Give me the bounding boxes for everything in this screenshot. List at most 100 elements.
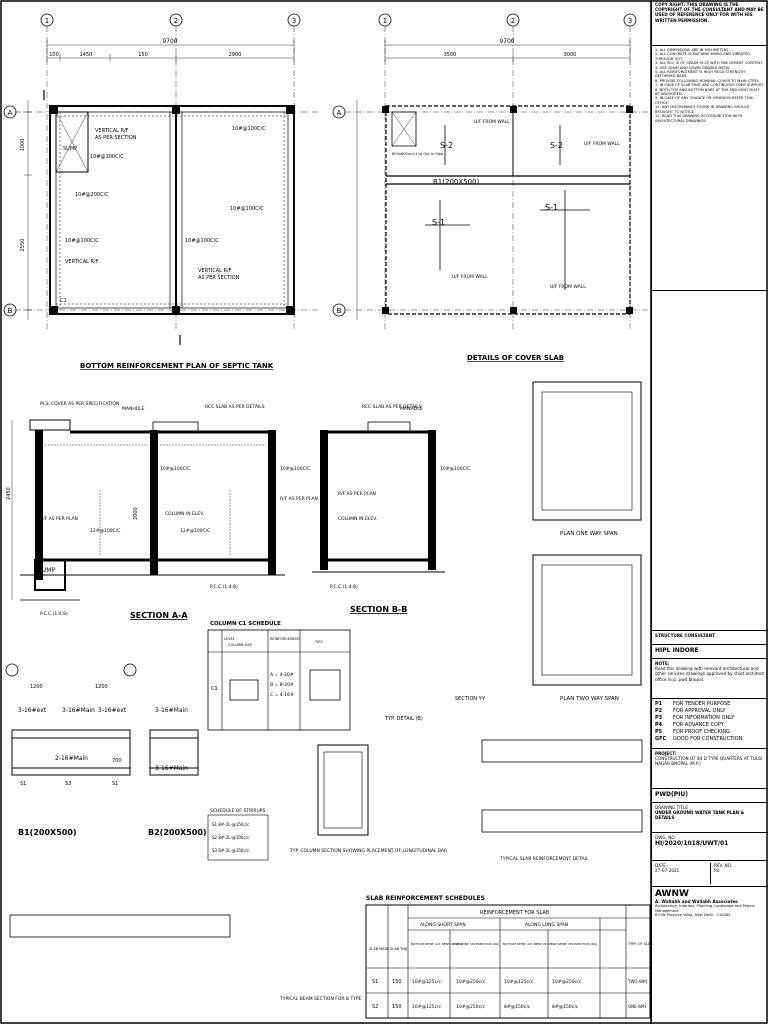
note-label: NOTE:	[655, 661, 670, 666]
left-dim-2550: 2550	[20, 239, 26, 252]
note-6: 6. PROVIDE FOLLOWING NOMINAL COVER TO MA…	[655, 78, 760, 83]
dim-b: 1450	[80, 52, 93, 58]
firm-name: A. Wallabh and Wallabh Associates	[655, 899, 738, 904]
cut-out-label: 600x600mm Cut Out in Slab	[392, 152, 444, 156]
drawing-title-label: DRAWING TITLE	[655, 805, 689, 810]
column-in-elev-b: COLUMN IN ELEV.	[338, 516, 377, 522]
grid-label-1: 1	[45, 17, 49, 25]
firm-block: AWNW A. Wallabh and Wallabh Associates A…	[652, 887, 768, 971]
col-mark: C1	[211, 686, 218, 692]
slab-row1-thk: 150	[392, 979, 402, 985]
plan-one-way: PLAN ONE WAY SPAN	[560, 531, 618, 537]
as-per-section-2: AS PER SECTION	[198, 275, 240, 281]
s3-label: S3	[65, 781, 71, 787]
title-block: COPY RIGHT: THIS DRAWING IS THE COPYRIGH…	[651, 0, 768, 1024]
sec-bar-b: 10#@100C/C	[440, 466, 470, 472]
note-10: 10. ANY DISCREPANCY FOUND IN DRAWING SHO…	[655, 105, 750, 114]
col-head-level: LEVEL	[224, 637, 235, 641]
spacer-block	[652, 291, 768, 631]
dim-c: 150	[138, 52, 148, 58]
beam-main-top-2: 3-16#Main	[62, 707, 95, 714]
project-name: CONSTRUCTION OF 84 D TYPE QUARTERS AT TU…	[655, 756, 763, 767]
column-schedule-title: COLUMN C1 SCHEDULE	[210, 621, 281, 627]
grid-label-3b: 3	[628, 17, 632, 25]
slab-s1-b: S-1	[545, 203, 558, 212]
slab-schedule-title: SLAB REINFORCEMENT SCHEDULES	[366, 895, 485, 902]
s1-a: S1	[20, 781, 26, 787]
consultant-name: HIPL INDORE	[655, 647, 699, 654]
dim-1200-b: 1200	[95, 684, 108, 690]
bar-label-2: 10#@100C/C	[232, 126, 266, 132]
b1-title: B1(200X500)	[18, 828, 77, 837]
right-dim-2: 3000	[564, 52, 577, 58]
slab-col-r4: TOP REINF. DISTRIBUTION (R4)	[550, 942, 597, 946]
uf-wall-4: U/F FROM WALL	[550, 284, 586, 290]
note-2: 2. ALL CONCRETE IS MACHINE MIXED AND VIB…	[655, 52, 751, 61]
section-a-title: SECTION A-A	[130, 611, 188, 620]
sump-label: SUMP	[63, 146, 77, 152]
section-yy: SECTION Y-Y	[455, 696, 486, 702]
copyright-block: COPY RIGHT: THIS DRAWING IS THE COPYRIGH…	[652, 0, 768, 46]
beam-label: B1(200X500)	[433, 178, 480, 186]
consultant-block: HIPL INDORE	[652, 645, 768, 659]
slab-col-p1: BOTTOM REINF. ALT. BENT-UP (P1)	[411, 942, 462, 946]
slab-row1-mark: S1	[372, 979, 378, 985]
slab-col-r2: TOP REINF. DISTRIBUTION (R2)	[452, 942, 499, 946]
plan-two-way: PLAN TWO WAY SPAN	[560, 696, 619, 702]
bottom-plan-title: BOTTOM REINFORCEMENT PLAN OF SEPTIC TANK	[80, 362, 274, 370]
date-value: 27-07-2021	[655, 868, 680, 874]
dim-a: 100	[49, 52, 59, 58]
pcc-label-b: P.C.C.(1:4:8)	[330, 584, 358, 590]
grid-label-Ab: A	[337, 109, 342, 117]
slab-row2-thk: 150	[392, 1004, 402, 1010]
firm-sub: Architecture, Interiors, Planning, Lands…	[655, 904, 755, 913]
grid-label-2b: 2	[511, 17, 515, 25]
project-label: PROJECT:	[655, 751, 677, 756]
c1-label: C1	[60, 298, 67, 304]
b2-title: B2(200X500)	[148, 828, 207, 837]
column-in-elev: COLUMN IN ELEV.	[165, 511, 204, 517]
typ-beam-section: TYPICAL BEAM SECTION FOR B TYPE	[279, 996, 362, 1002]
col-row-b: B = 8-20#	[270, 682, 294, 688]
stirrup-row-3: S3 8#-2L-@150c/c	[212, 848, 249, 853]
vert-rf-3: VERTICAL R/F	[198, 268, 232, 274]
cover-slab-plan: 1 2 3 A B 9700 3500 3000	[332, 13, 648, 362]
sec-bar-2: 10#@100C/C	[280, 466, 310, 472]
grid-label-3: 3	[292, 17, 296, 25]
slab-row1-p3: 10#@125c/c	[504, 979, 534, 985]
note-9: 9. IN CASE OF ANY CHANGE OR OMISSION REF…	[655, 96, 753, 105]
col-head-reinf: REINFORCEMENT	[270, 637, 301, 641]
uf-wall-1: U/F FROM WALL	[474, 119, 510, 125]
vert-rf-label: VERTICAL R/F	[95, 128, 129, 134]
note-block: NOTE: Read this drawing with relevant ar…	[652, 659, 768, 699]
slab-row2-mark: S2	[372, 1004, 378, 1010]
section-b-b: RCC SLAB AS PER DETAILS MANHOLE R/F AS P…	[312, 404, 470, 614]
dim-1200-a: 1200	[30, 684, 43, 690]
beam-details: 1200 1200 3-16#ext 3-16#Main 3-16#ext 2-…	[5, 663, 207, 837]
ms-cover-label: M.S. COVER AS PER SPECIFICATION	[40, 401, 119, 407]
slab-row2-r2: 10#@250c/c	[456, 1004, 486, 1010]
dim-2000: 2000	[133, 507, 139, 520]
typ-slab-section: TYPICAL SLAB REINFORCEMENT DETAIL	[499, 856, 589, 862]
sec-bar-12b: 12#@100C/C	[180, 528, 210, 534]
note-5: 5. ALL REINFORCEMENT IS HIGH YIELD STREN…	[655, 70, 745, 79]
drawing-title: UNDER GROUND WATER TANK PLAN & DETAILS	[655, 810, 745, 821]
s1-b: S1	[112, 781, 118, 787]
stirrups-title: SCHEDULE OF STIRRUPS	[210, 808, 266, 814]
beam-main-top: 3-16#ext	[18, 707, 47, 714]
slab-row1-r4: 10#@250c/c	[552, 979, 582, 985]
note-11: 11. READ THIS DRAWING IN CONJUNCTION WIT…	[655, 114, 743, 123]
dim-2450: 2450	[6, 487, 12, 500]
rf-as-per-plan-1: R/F AS PER PLAN	[40, 516, 78, 522]
date-rev-block: DATE 27-07-2021 REV. NO. R0	[652, 861, 768, 887]
slab-along-short: ALONG SHORT SPAN	[420, 922, 466, 928]
slab-s1-a: S-1	[432, 218, 445, 227]
dwg-no-label: DWG. NO.	[655, 835, 676, 840]
slab-header-main: REINFORCEMENT FOR SLAB	[480, 910, 550, 916]
note-3: 3. ALL RCC IS OF GRADE M-25 WITH MIN CEM…	[655, 61, 763, 66]
slab-col-thk: SLAB THK.	[390, 947, 408, 951]
